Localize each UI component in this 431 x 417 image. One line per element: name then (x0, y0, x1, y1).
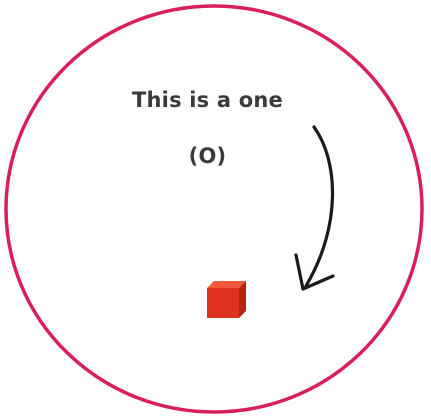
caption-title: This is a one (132, 88, 283, 112)
caption-numeral: (O) (188, 144, 227, 168)
